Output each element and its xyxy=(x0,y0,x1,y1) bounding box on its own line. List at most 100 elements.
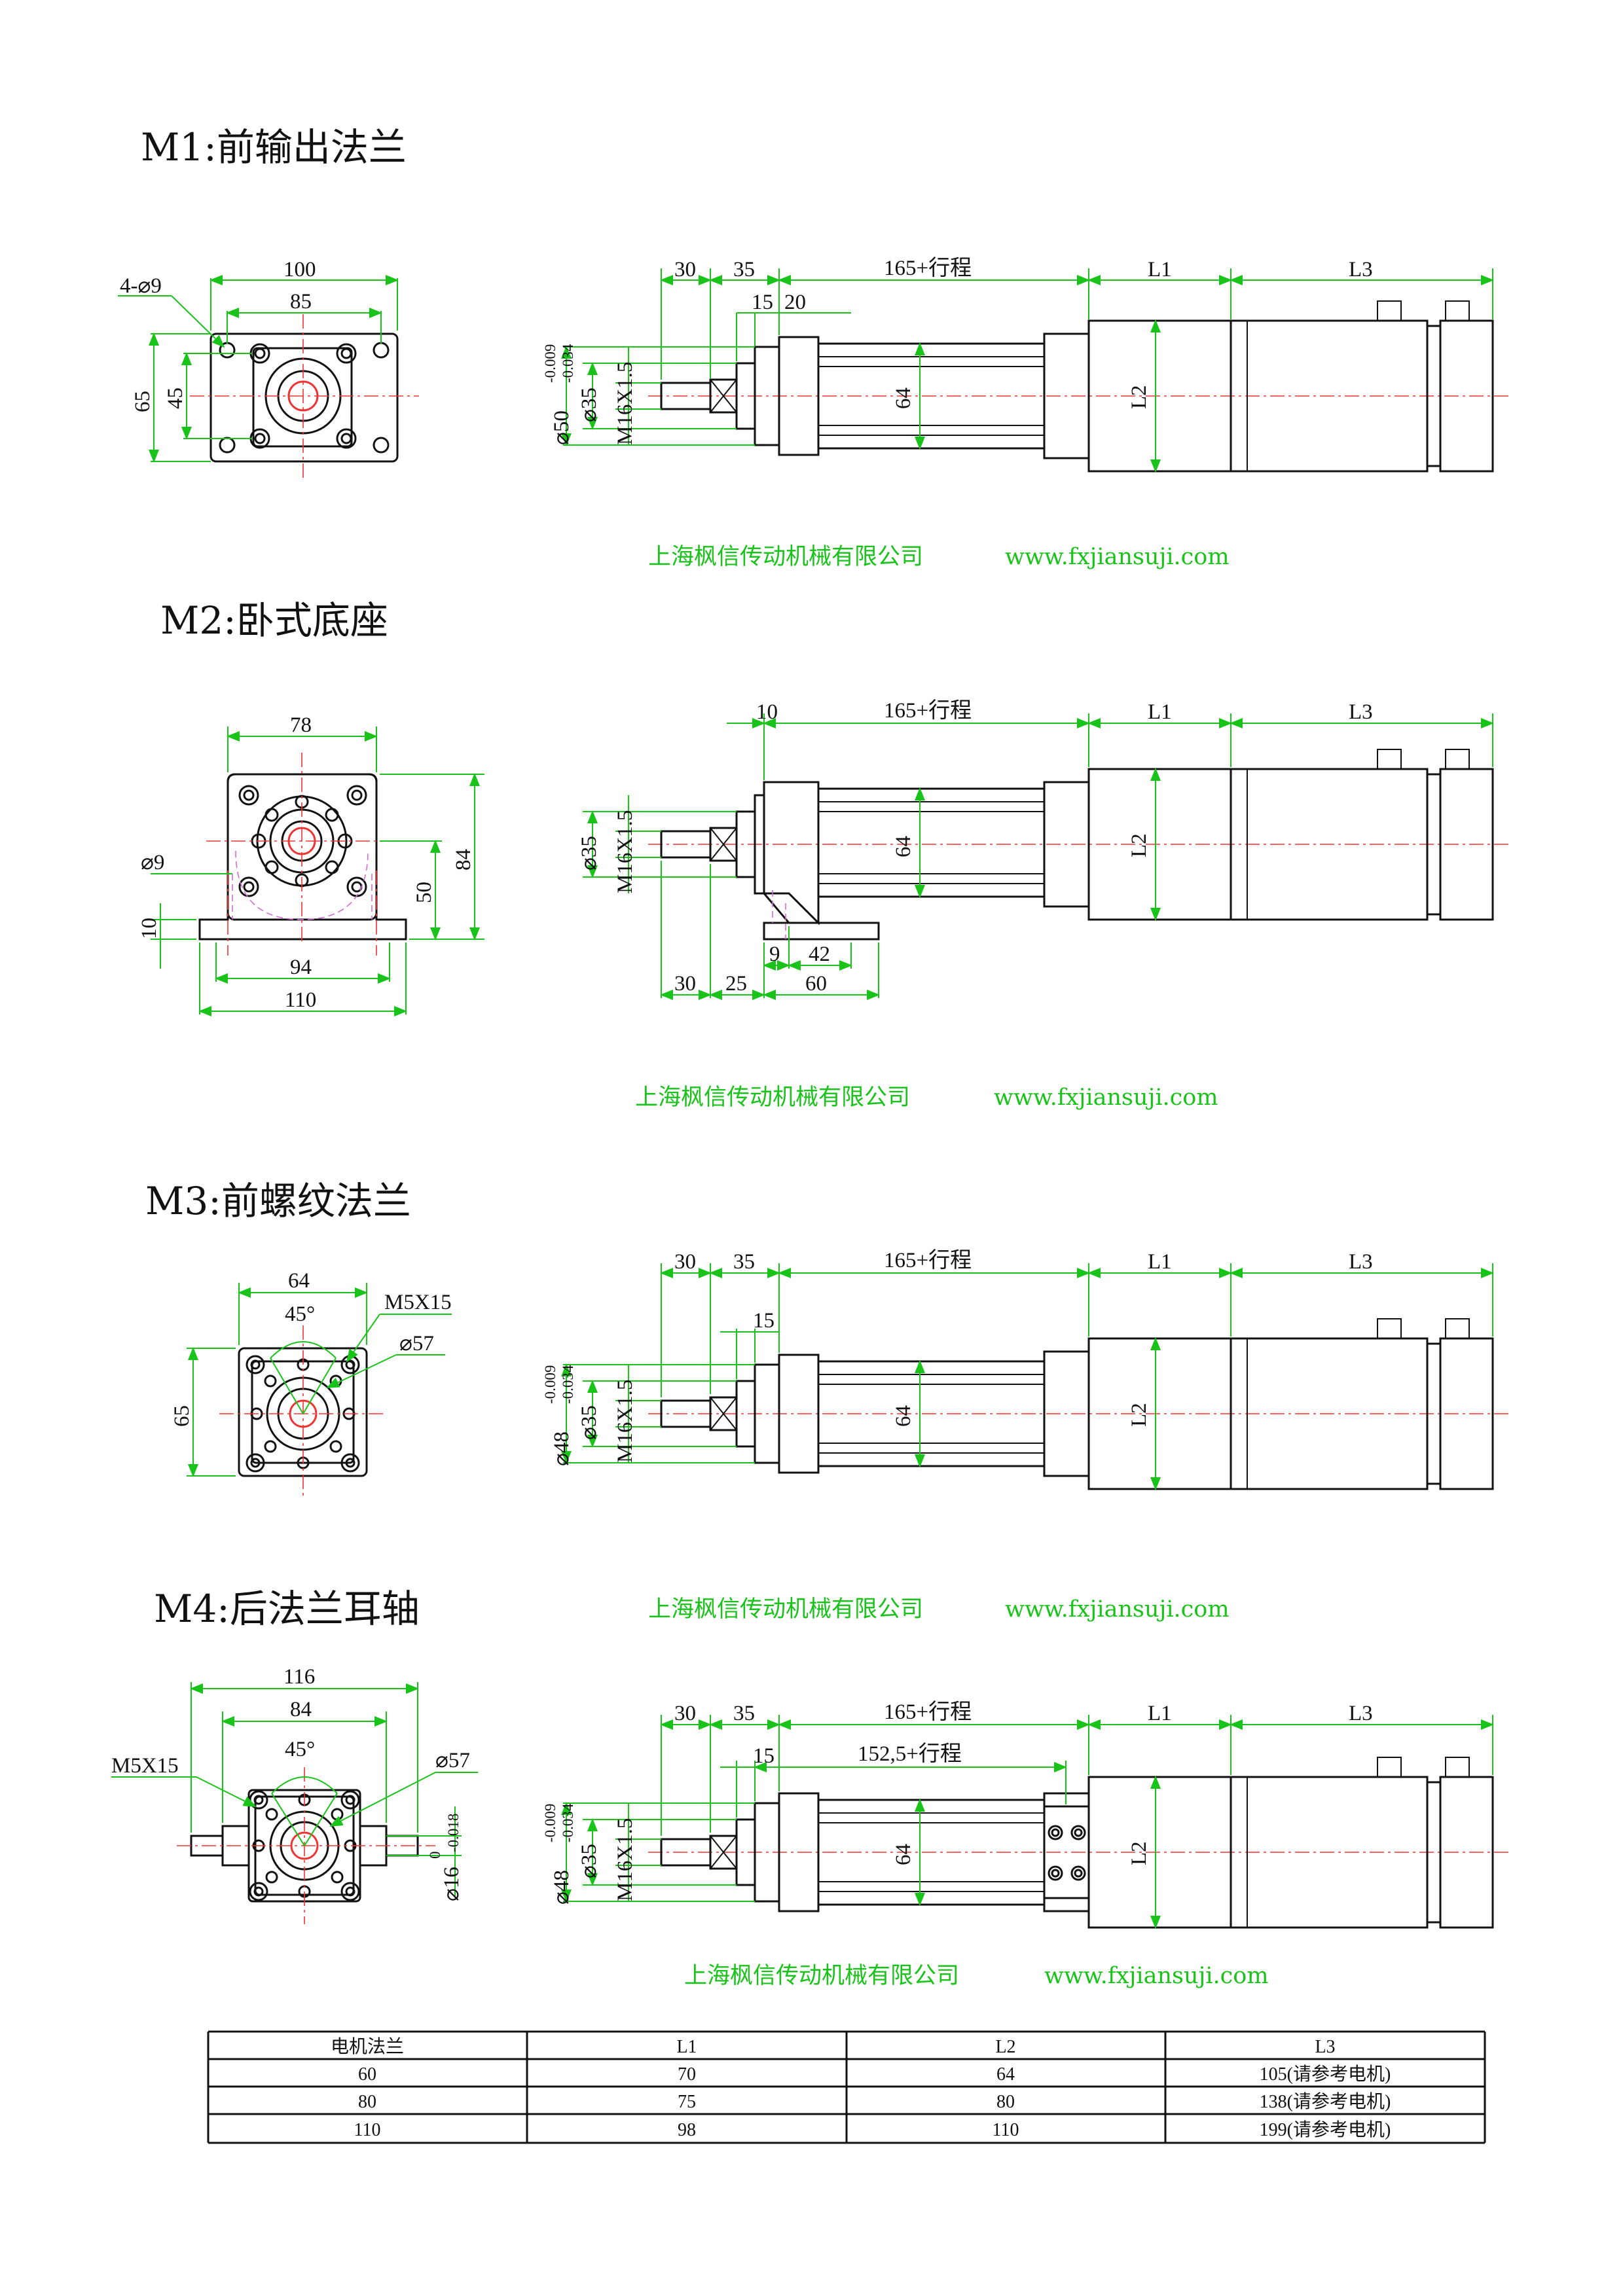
company-line-1: 上海枫信传动机械有限公司 www.fxjiansuji.com xyxy=(648,544,1230,570)
svg-text:30: 30 xyxy=(674,972,696,996)
section-title-m1: M1:前输出法兰 xyxy=(141,125,407,170)
company-url: www.fxjiansuji.com xyxy=(994,1085,1218,1111)
svg-text:-0.018: -0.018 xyxy=(445,1814,462,1852)
company-url: www.fxjiansuji.com xyxy=(1005,544,1230,570)
svg-text:M16X1.5: M16X1.5 xyxy=(613,1818,637,1901)
svg-text:25: 25 xyxy=(725,972,747,996)
svg-text:10: 10 xyxy=(137,918,161,939)
svg-text:L2: L2 xyxy=(1127,385,1151,409)
svg-text:M5X15: M5X15 xyxy=(111,1754,179,1778)
svg-text:42: 42 xyxy=(809,942,830,966)
svg-text:9: 9 xyxy=(769,942,780,966)
svg-text:L2: L2 xyxy=(1127,1841,1151,1865)
svg-text:L3: L3 xyxy=(1349,1702,1373,1725)
table-cell: 80 xyxy=(358,2092,376,2112)
svg-text:L1: L1 xyxy=(1148,1702,1172,1725)
svg-text:⌀35: ⌀35 xyxy=(577,836,601,870)
table-row: 60 70 64 105(请参考电机) xyxy=(358,2064,1391,2085)
svg-text:30: 30 xyxy=(674,258,696,281)
company-name: 上海枫信传动机械有限公司 xyxy=(635,1085,910,1111)
svg-text:152,5+行程: 152,5+行程 xyxy=(858,1742,962,1766)
svg-text:45°: 45° xyxy=(285,1738,315,1761)
svg-text:85: 85 xyxy=(290,290,312,314)
svg-text:100: 100 xyxy=(283,258,316,281)
m1-side-view: 30 35 165+行程 L1 L3 15 20 ⌀50 -0.009 -0.0… xyxy=(542,256,1512,473)
table-cell: 199(请参考电机) xyxy=(1260,2119,1391,2140)
company-line-3: 上海枫信传动机械有限公司 www.fxjiansuji.com xyxy=(648,1596,1230,1623)
svg-text:165+行程: 165+行程 xyxy=(884,1700,972,1724)
svg-text:⌀57: ⌀57 xyxy=(435,1749,470,1772)
svg-text:65: 65 xyxy=(170,1405,194,1427)
svg-text:165+行程: 165+行程 xyxy=(884,256,972,280)
svg-text:4-⌀9: 4-⌀9 xyxy=(120,274,162,298)
svg-text:L1: L1 xyxy=(1148,258,1172,281)
svg-text:64: 64 xyxy=(288,1269,310,1293)
svg-text:20: 20 xyxy=(784,291,806,314)
svg-text:45°: 45° xyxy=(285,1302,315,1326)
company-name: 上海枫信传动机械有限公司 xyxy=(648,544,923,570)
section-title-m4: M4:后法兰耳轴 xyxy=(154,1587,420,1631)
m2-side-view: 10 165+行程 L1 L3 ⌀35 M16X1.5 64 L2 9 42 3… xyxy=(577,698,1512,1000)
table-cell: 110 xyxy=(993,2120,1019,2140)
svg-text:64: 64 xyxy=(892,387,915,409)
svg-text:M16X1.5: M16X1.5 xyxy=(613,362,637,445)
svg-text:⌀48: ⌀48 xyxy=(550,1870,574,1905)
svg-text:L3: L3 xyxy=(1349,1250,1373,1274)
svg-text:64: 64 xyxy=(892,836,915,857)
svg-text:30: 30 xyxy=(674,1702,696,1725)
m3-front-view: 64 45° M5X15 ⌀57 65 xyxy=(170,1269,452,1499)
company-line-2: 上海枫信传动机械有限公司 www.fxjiansuji.com xyxy=(635,1085,1218,1111)
table-header: L3 xyxy=(1315,2037,1335,2057)
svg-text:⌀35: ⌀35 xyxy=(577,1405,601,1440)
svg-text:-0.009: -0.009 xyxy=(542,1804,558,1842)
svg-text:-0.009: -0.009 xyxy=(542,344,558,383)
m4-side-view: 30 35 165+行程 L1 L3 15 152,5+行程 ⌀48 -0.00… xyxy=(542,1700,1512,1929)
svg-text:L2: L2 xyxy=(1127,833,1151,857)
table-header-row: 电机法兰 L1 L2 L3 xyxy=(331,2036,1336,2057)
svg-text:110: 110 xyxy=(285,988,316,1012)
svg-text:M16X1.5: M16X1.5 xyxy=(613,810,637,893)
company-name: 上海枫信传动机械有限公司 xyxy=(648,1596,923,1623)
table-row: 110 98 110 199(请参考电机) xyxy=(354,2119,1391,2140)
svg-text:15: 15 xyxy=(753,1744,775,1768)
svg-text:⌀50: ⌀50 xyxy=(550,410,574,445)
table-row: 80 75 80 138(请参考电机) xyxy=(358,2091,1391,2112)
table-cell: 105(请参考电机) xyxy=(1260,2064,1391,2085)
table-cell: 64 xyxy=(996,2064,1015,2085)
svg-text:64: 64 xyxy=(892,1844,915,1865)
section-title-m3: M3:前螺纹法兰 xyxy=(145,1179,411,1223)
svg-text:L1: L1 xyxy=(1148,1250,1172,1274)
svg-text:65: 65 xyxy=(131,391,155,412)
m2-front-view: 78 84 50 ⌀9 10 94 110 xyxy=(137,713,484,1016)
company-url: www.fxjiansuji.com xyxy=(1044,1963,1269,1989)
dimension-table: 电机法兰 L1 L2 L3 60 70 64 105(请参考电机) 80 75 … xyxy=(207,2030,1486,2144)
svg-text:0: 0 xyxy=(427,1852,443,1859)
svg-text:10: 10 xyxy=(756,700,778,724)
company-line-4: 上海枫信传动机械有限公司 www.fxjiansuji.com xyxy=(684,1963,1269,1989)
table-cell: 80 xyxy=(996,2092,1015,2112)
company-url: www.fxjiansuji.com xyxy=(1005,1596,1230,1623)
svg-text:⌀35: ⌀35 xyxy=(577,1844,601,1878)
svg-text:15: 15 xyxy=(752,291,773,314)
svg-text:35: 35 xyxy=(733,1702,755,1725)
svg-text:-0.009: -0.009 xyxy=(542,1365,558,1404)
svg-text:64: 64 xyxy=(892,1405,915,1427)
company-name: 上海枫信传动机械有限公司 xyxy=(684,1963,959,1989)
svg-text:M16X1.5: M16X1.5 xyxy=(613,1380,637,1463)
svg-text:165+行程: 165+行程 xyxy=(884,1248,972,1272)
m1-front-view: 100 85 65 45 4-⌀9 xyxy=(118,258,419,481)
table-cell: 75 xyxy=(678,2092,696,2112)
svg-text:L3: L3 xyxy=(1349,258,1373,281)
svg-text:L2: L2 xyxy=(1127,1403,1151,1427)
table-cell: 110 xyxy=(354,2120,381,2140)
svg-text:-0.034: -0.034 xyxy=(560,344,576,383)
svg-text:94: 94 xyxy=(290,956,312,979)
svg-text:78: 78 xyxy=(290,713,312,737)
svg-text:45: 45 xyxy=(164,387,187,409)
svg-text:165+行程: 165+行程 xyxy=(884,698,972,723)
svg-text:50: 50 xyxy=(412,882,436,903)
svg-text:⌀16: ⌀16 xyxy=(440,1867,464,1901)
svg-text:-0.034: -0.034 xyxy=(560,1365,576,1404)
svg-text:⌀48: ⌀48 xyxy=(550,1431,574,1466)
